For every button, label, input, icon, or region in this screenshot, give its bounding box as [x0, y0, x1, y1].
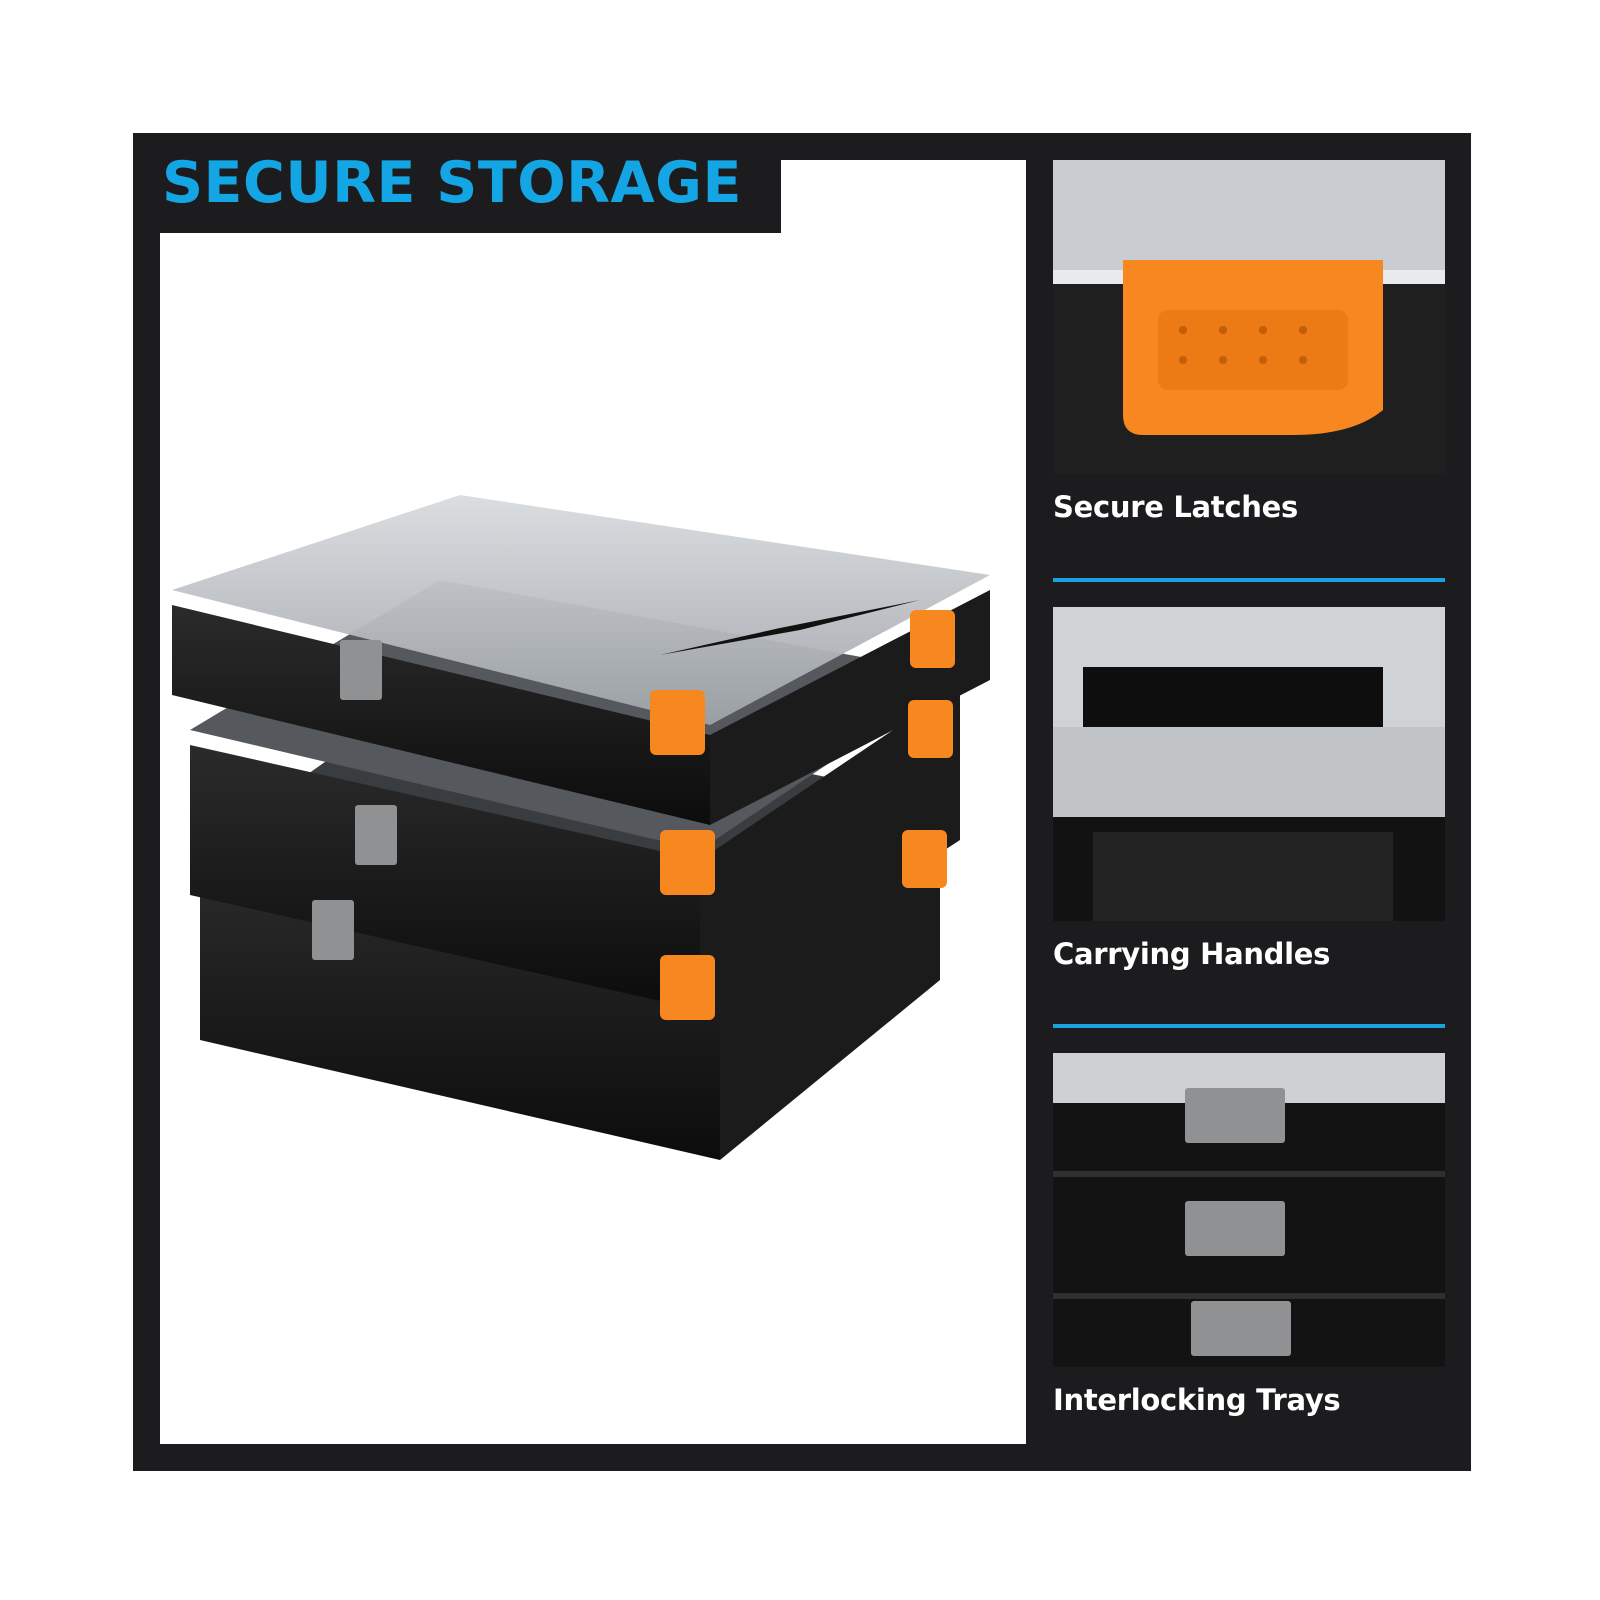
feature-caption-trays: Interlocking Trays: [1053, 1383, 1341, 1417]
product-photo: [160, 160, 1026, 1444]
stacked-cases-illustration: [172, 495, 990, 1160]
page-title: SECURE STORAGE: [162, 150, 742, 216]
divider: [1053, 578, 1445, 582]
divider: [1053, 1024, 1445, 1028]
handle-closeup-photo: [1053, 607, 1445, 921]
feature-caption-handles: Carrying Handles: [1053, 937, 1331, 971]
latch-closeup-photo: [1053, 160, 1445, 474]
interlock-closeup-photo: [1053, 1053, 1445, 1367]
title-tab: [133, 133, 781, 233]
feature-caption-latches: Secure Latches: [1053, 490, 1298, 524]
